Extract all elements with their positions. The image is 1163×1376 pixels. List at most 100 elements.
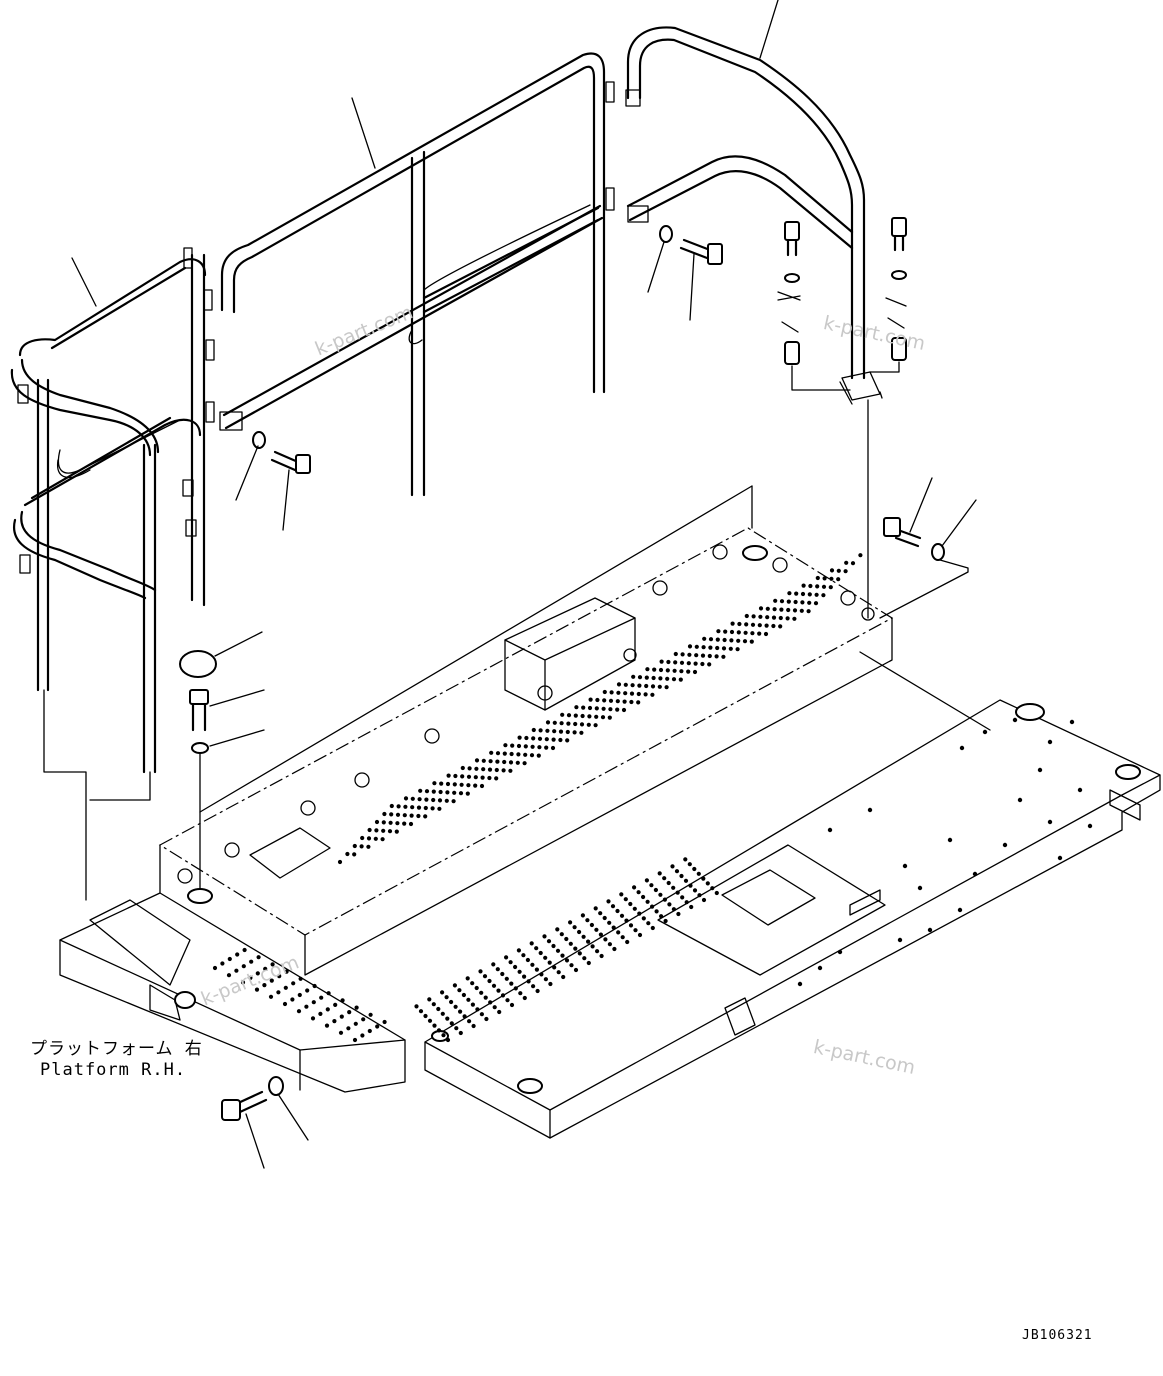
perforation-hole: [721, 654, 726, 659]
perforation-hole: [304, 1004, 309, 1009]
perforation-hole: [457, 988, 462, 993]
perforation-lower: [414, 857, 719, 1043]
perforation-hole: [423, 814, 428, 819]
perforation-upper: [337, 553, 863, 865]
perforation-hole: [403, 796, 409, 801]
perforation-hole: [807, 592, 812, 597]
perforation-hole: [601, 706, 606, 711]
perforation-hole: [543, 977, 549, 982]
perforation-hole: [340, 998, 345, 1003]
perforation-hole: [586, 960, 591, 966]
perforation-hole: [850, 561, 856, 566]
perforation-hole: [470, 1002, 475, 1007]
perforation-hole: [381, 828, 386, 833]
perforation-hole: [564, 958, 570, 963]
perforation-hole: [462, 1014, 467, 1019]
perforation-hole: [444, 798, 449, 803]
perforation-hole: [360, 835, 365, 841]
perforation-hole: [743, 630, 748, 635]
perforation-hole: [410, 796, 415, 801]
perforation-hole: [535, 988, 540, 994]
perforation-hole: [478, 969, 483, 974]
perforation-hole: [518, 991, 523, 996]
mounting-hole: [1037, 767, 1043, 773]
perforation-hole: [623, 691, 628, 696]
mounting-hole: [927, 927, 933, 933]
perforation-hole: [674, 869, 680, 874]
perforation-hole: [311, 1000, 316, 1005]
perforation-hole: [438, 789, 443, 795]
perforation-hole: [580, 913, 586, 918]
perforation-hole: [424, 797, 429, 802]
perforation-hole: [598, 932, 604, 937]
perforation-hole: [786, 607, 791, 613]
perforation-hole: [836, 577, 841, 582]
perforation-hole: [368, 1012, 373, 1017]
perforation-hole: [325, 1007, 330, 1012]
perforation-hole: [460, 765, 465, 771]
perforation-hole: [481, 758, 486, 763]
perforation-hole: [458, 791, 464, 796]
perforation-hole: [664, 685, 669, 690]
perforation-hole: [538, 950, 543, 956]
perforation-hole: [637, 683, 642, 688]
perforation-hole: [460, 774, 465, 779]
mounting-hole: [837, 949, 843, 955]
perforation-hole: [410, 805, 415, 810]
perforation-hole: [367, 827, 372, 833]
perforation-hole: [297, 992, 302, 998]
perforation-hole: [694, 653, 699, 658]
perforation-hole: [694, 644, 699, 649]
perforation-hole: [488, 759, 493, 764]
right-handrail: [625, 0, 883, 405]
perforation-hole: [427, 997, 432, 1002]
perforation-hole: [643, 692, 648, 697]
perforation-hole: [637, 911, 642, 916]
perforation-hole: [652, 667, 657, 672]
perforation-hole: [495, 759, 500, 764]
perforation-hole: [556, 970, 561, 975]
perforation-hole: [623, 682, 628, 687]
perforation-hole: [632, 906, 637, 911]
perforation-hole: [432, 781, 437, 786]
perforation-hole: [697, 893, 702, 898]
perforation-hole: [715, 637, 720, 642]
perforation-hole: [537, 736, 543, 741]
perforation-hole: [692, 888, 698, 893]
perforation-hole: [432, 1023, 437, 1028]
perforation-hole: [529, 753, 535, 758]
platform-lower: [414, 651, 1161, 1139]
perforation-hole: [389, 803, 394, 809]
perforation-hole: [360, 1033, 365, 1038]
perforation-hole: [735, 647, 740, 652]
perforation-hole: [595, 949, 600, 954]
perforation-hole: [409, 813, 414, 818]
perforation-hole: [359, 844, 364, 849]
perforation-hole: [380, 837, 385, 842]
perforation-hole: [339, 1014, 344, 1019]
perforation-hole: [829, 576, 834, 581]
perforation-hole: [467, 766, 472, 771]
mounting-hole: [917, 885, 923, 891]
perforation-hole: [702, 636, 707, 641]
perforation-hole: [671, 907, 677, 912]
perforation-hole: [444, 995, 449, 1000]
perforation-hole: [662, 876, 667, 881]
perforation-hole: [529, 941, 534, 946]
perforation-hole: [538, 728, 543, 733]
perforation-hole: [418, 1009, 424, 1014]
perforation-hole: [637, 675, 643, 680]
perforation-hole: [516, 752, 521, 757]
perforation-hole: [475, 1007, 480, 1012]
perforation-hole: [629, 699, 634, 705]
perforation-hole: [522, 761, 527, 766]
perforation-hole: [352, 1037, 358, 1043]
perforation-hole: [577, 951, 582, 956]
perforation-hole: [701, 897, 707, 903]
perforation-hole: [263, 966, 268, 972]
perforation-hole: [778, 624, 783, 629]
perforation-hole: [542, 934, 547, 939]
perforation-hole: [437, 806, 442, 811]
perforation-hole: [800, 591, 806, 597]
perforation-hole: [516, 743, 522, 749]
